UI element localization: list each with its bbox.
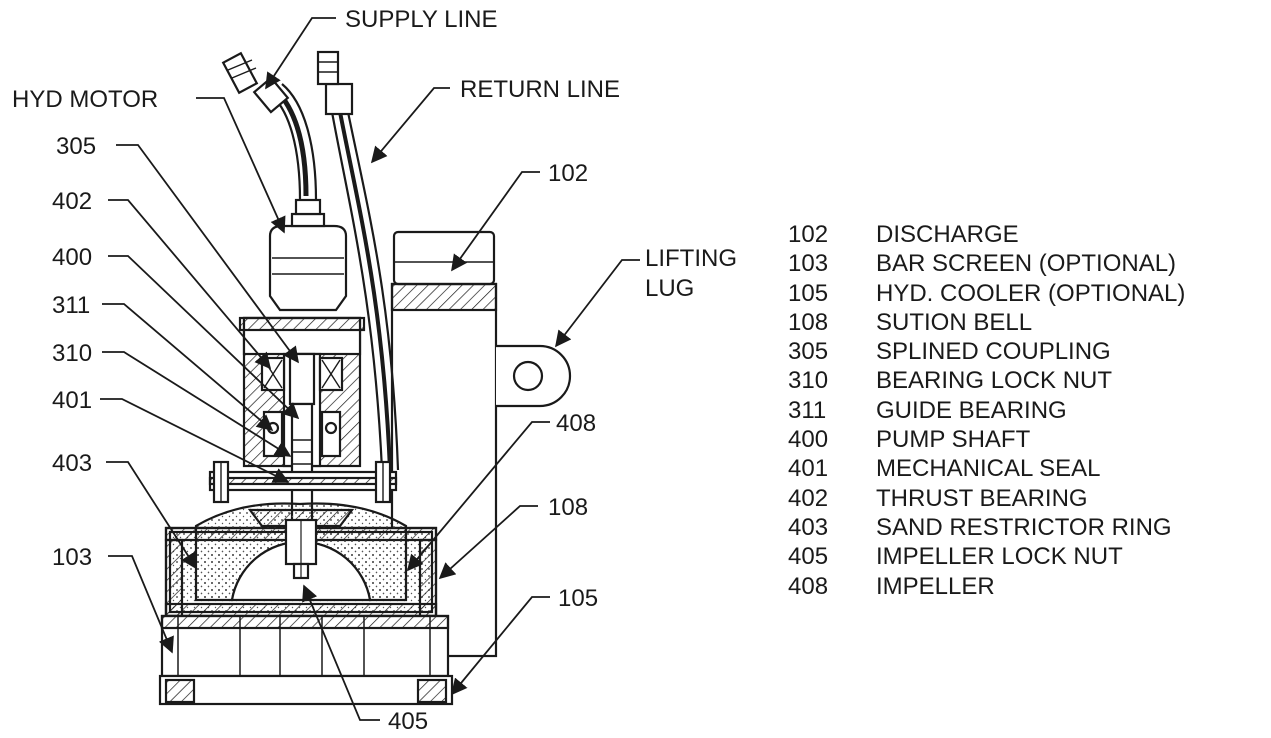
leader-408 bbox=[406, 421, 550, 572]
label-401: 401 bbox=[52, 387, 92, 414]
leader-105 bbox=[450, 596, 550, 696]
legend-part-name: IMPELLER bbox=[876, 572, 995, 600]
legend-row: 102 DISCHARGE bbox=[788, 220, 1185, 249]
legend-row: 311 GUIDE BEARING bbox=[788, 396, 1185, 425]
label-lug: LUG bbox=[645, 275, 694, 302]
legend-row: 105 HYD. COOLER (OPTIONAL) bbox=[788, 279, 1185, 308]
legend-part-name: SUTION BELL bbox=[876, 308, 1033, 336]
leader-311 bbox=[102, 303, 274, 432]
leader-401 bbox=[100, 398, 290, 483]
leader-lifting-lug bbox=[555, 259, 640, 348]
label-108: 108 bbox=[548, 494, 588, 521]
hyd-cooler bbox=[158, 674, 454, 706]
legend-code: 408 bbox=[788, 572, 829, 600]
callout-labels: SUPPLY LINE RETURN LINE HYD MOTOR 305 40… bbox=[12, 6, 737, 735]
leader-supply-line bbox=[265, 17, 336, 90]
label-400: 400 bbox=[52, 244, 92, 271]
legend-part-name: IMPELLER LOCK NUT bbox=[876, 543, 1123, 571]
legend-row: 305 SPLINED COUPLING bbox=[788, 337, 1185, 366]
legend-code: 400 bbox=[788, 426, 829, 454]
legend-part-name: DISCHARGE bbox=[876, 221, 1019, 248]
lifting-lug bbox=[496, 344, 572, 408]
legend-code: 108 bbox=[788, 308, 829, 336]
legend-code: 310 bbox=[788, 367, 829, 395]
leader-400 bbox=[108, 255, 300, 420]
leader-return-line bbox=[370, 87, 450, 164]
label-305: 305 bbox=[56, 133, 96, 160]
legend-part-name: BEARING LOCK NUT bbox=[876, 367, 1113, 395]
legend-code: 403 bbox=[788, 513, 829, 541]
label-408: 408 bbox=[556, 410, 596, 437]
legend-part-name: THRUST BEARING bbox=[876, 484, 1088, 512]
legend-row: 405 IMPELLER LOCK NUT bbox=[788, 542, 1185, 571]
legend-part-name: HYD. COOLER (OPTIONAL) bbox=[876, 279, 1186, 307]
legend-code: 402 bbox=[788, 484, 829, 512]
label-311: 311 bbox=[52, 292, 90, 319]
legend-code: 105 bbox=[788, 279, 829, 307]
legend-part-name: SAND RESTRICTOR RING bbox=[876, 513, 1172, 541]
discharge-cam-fitting bbox=[392, 230, 496, 286]
legend-code: 305 bbox=[788, 338, 829, 366]
legend-row: 103 BAR SCREEN (OPTIONAL) bbox=[788, 249, 1185, 278]
return-hose bbox=[330, 111, 400, 471]
legend-row: 400 PUMP SHAFT bbox=[788, 425, 1185, 454]
leader-402 bbox=[108, 199, 272, 370]
leader-403 bbox=[106, 461, 197, 570]
leader-108 bbox=[438, 505, 538, 580]
legend-code: 103 bbox=[788, 250, 829, 278]
pump-body bbox=[158, 50, 572, 706]
label-lifting: LIFTING bbox=[645, 245, 737, 272]
leader-hyd-motor bbox=[196, 97, 286, 234]
legend-code: 102 bbox=[788, 221, 829, 248]
legend-code: 311 bbox=[788, 396, 827, 424]
legend-row: 403 SAND RESTRICTOR RING bbox=[788, 513, 1185, 542]
label-403: 403 bbox=[52, 450, 92, 477]
label-return-line: RETURN LINE bbox=[460, 76, 620, 103]
legend-part-name: BAR SCREEN (OPTIONAL) bbox=[876, 250, 1177, 278]
label-supply-line: SUPPLY LINE bbox=[345, 6, 498, 33]
legend-row: 108 SUTION BELL bbox=[788, 308, 1185, 337]
leader-305 bbox=[116, 144, 299, 364]
leader-405 bbox=[302, 584, 380, 721]
legend-row: 401 MECHANICAL SEAL bbox=[788, 454, 1185, 483]
label-105: 105 bbox=[558, 585, 598, 612]
legend-part-name: MECHANICAL SEAL bbox=[876, 455, 1101, 483]
label-hyd-motor: HYD MOTOR bbox=[12, 86, 158, 113]
label-103: 103 bbox=[52, 544, 92, 571]
legend-row: 402 THRUST BEARING bbox=[788, 484, 1185, 513]
leader-103 bbox=[108, 555, 174, 654]
legend-row: 408 IMPELLER bbox=[788, 572, 1185, 601]
legend-code: 401 bbox=[788, 455, 829, 483]
hydraulic-motor bbox=[268, 224, 348, 312]
leader-310 bbox=[102, 351, 292, 457]
label-102: 102 bbox=[548, 160, 588, 187]
label-405: 405 bbox=[388, 708, 428, 735]
legend-part-name: PUMP SHAFT bbox=[876, 426, 1031, 454]
legend-part-name: GUIDE BEARING bbox=[876, 396, 1067, 424]
label-402: 402 bbox=[52, 188, 92, 215]
leader-lines bbox=[100, 17, 640, 721]
legend-code: 405 bbox=[788, 543, 829, 571]
label-310: 310 bbox=[52, 340, 92, 367]
parts-legend: 102 DISCHARGE 103 BAR SCREEN (OPTIONAL) 105 H… bbox=[788, 220, 1185, 601]
leader-102 bbox=[451, 171, 540, 272]
legend-part-name: SPLINED COUPLING bbox=[876, 338, 1111, 366]
legend-row: 310 BEARING LOCK NUT bbox=[788, 366, 1185, 395]
